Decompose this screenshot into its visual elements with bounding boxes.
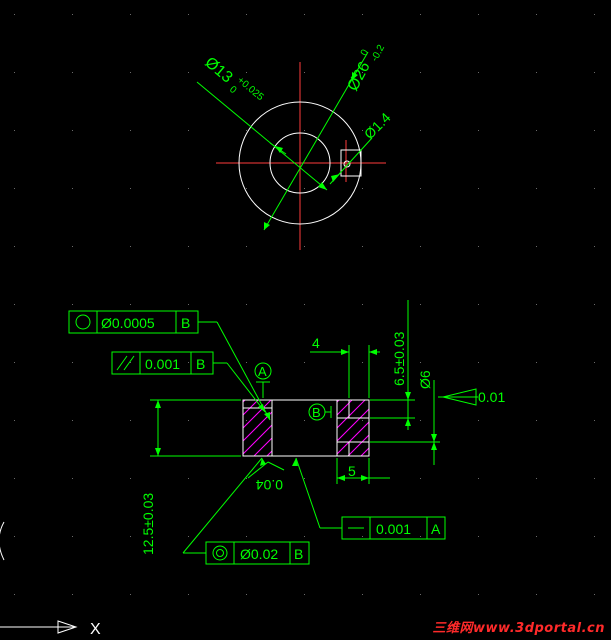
pin-hole-circle: [343, 160, 351, 168]
dim-outer-diameter: Ø26: [345, 59, 374, 94]
ucs-x-label: X: [90, 621, 101, 638]
dim-5: 5: [348, 463, 356, 479]
dim-12-5: 12.5±0.03: [140, 493, 156, 555]
dim-bore-tol-upper: +0.025: [235, 75, 266, 104]
section-arrows: [155, 349, 437, 481]
gdt-flatness-datum: A: [431, 521, 441, 537]
gdt-flatness-frame: [341, 516, 446, 540]
section-view: 4 6.5±0.03 Ø6 5 12.5±0.03 0.04 A B 0.01: [68, 300, 505, 565]
dim-outer-group: Ø26 0 -0.2: [345, 43, 388, 94]
taper-value: 0.01: [478, 389, 505, 405]
gdt-circularity-frame: [68, 310, 199, 334]
parallelism-symbol-icon: [116, 355, 128, 371]
dim-6-5: 6.5±0.03: [391, 331, 407, 386]
datum-b-label: B: [312, 405, 321, 420]
pin-hole-square: [340, 149, 362, 177]
dim-outer-tol-upper: 0: [359, 47, 372, 57]
gdt-parallelism-frame: [111, 351, 214, 375]
gdt-flatness-value: 0.001: [376, 521, 411, 537]
section-hatching: [243, 400, 369, 456]
gdt-concentricity-datum: B: [294, 546, 303, 562]
ucs-icon: X: [0, 521, 101, 638]
gdt-parallelism-value: 0.001: [145, 356, 180, 372]
section-dim-texts: 4 6.5±0.03 Ø6 5 12.5±0.03 0.04 A B 0.01: [140, 331, 505, 555]
gdt-texts: Ø0.0005 B 0.001 B 0.001 A Ø0.02 B: [101, 315, 441, 562]
bore-circle: [269, 132, 331, 194]
gdt-circularity-datum: B: [181, 315, 190, 331]
circularity-symbol-icon: [75, 314, 91, 330]
dim-bore-group: Ø13 +0.025 0: [201, 54, 266, 104]
section-outline: [242, 399, 370, 457]
gdt-parallelism-datum: B: [196, 356, 205, 372]
gdt-concentricity-frame: [205, 541, 310, 565]
dim-outer-tol-lower: -0.2: [369, 43, 387, 64]
gdt-frames: [68, 310, 446, 565]
gdt-circularity-value: Ø0.0005: [101, 315, 155, 331]
top-view-arrows: [264, 72, 358, 230]
dim-bore-diameter: Ø13: [201, 54, 235, 87]
concentricity-symbol-icon: [212, 545, 228, 561]
datum-a-label: A: [258, 364, 267, 379]
dim-0-04: 0.04: [256, 477, 283, 493]
top-view: Ø13 +0.025 0 Ø26 0 -0.2 Ø1.4: [196, 43, 394, 250]
section-bore-rect: [271, 399, 338, 457]
top-view-outline: [238, 101, 362, 225]
dim-pin-diameter: Ø1.4: [361, 109, 394, 142]
watermark: 三维网www.3dportal.cn: [432, 621, 605, 636]
gdt-concentricity-value: Ø0.02: [240, 546, 278, 562]
section-dimensions: [150, 300, 478, 554]
dim-6: Ø6: [417, 370, 433, 389]
dim-bore-tol-lower: 0: [227, 84, 239, 96]
grid-dots: [14, 14, 595, 595]
dim-4: 4: [312, 335, 320, 351]
